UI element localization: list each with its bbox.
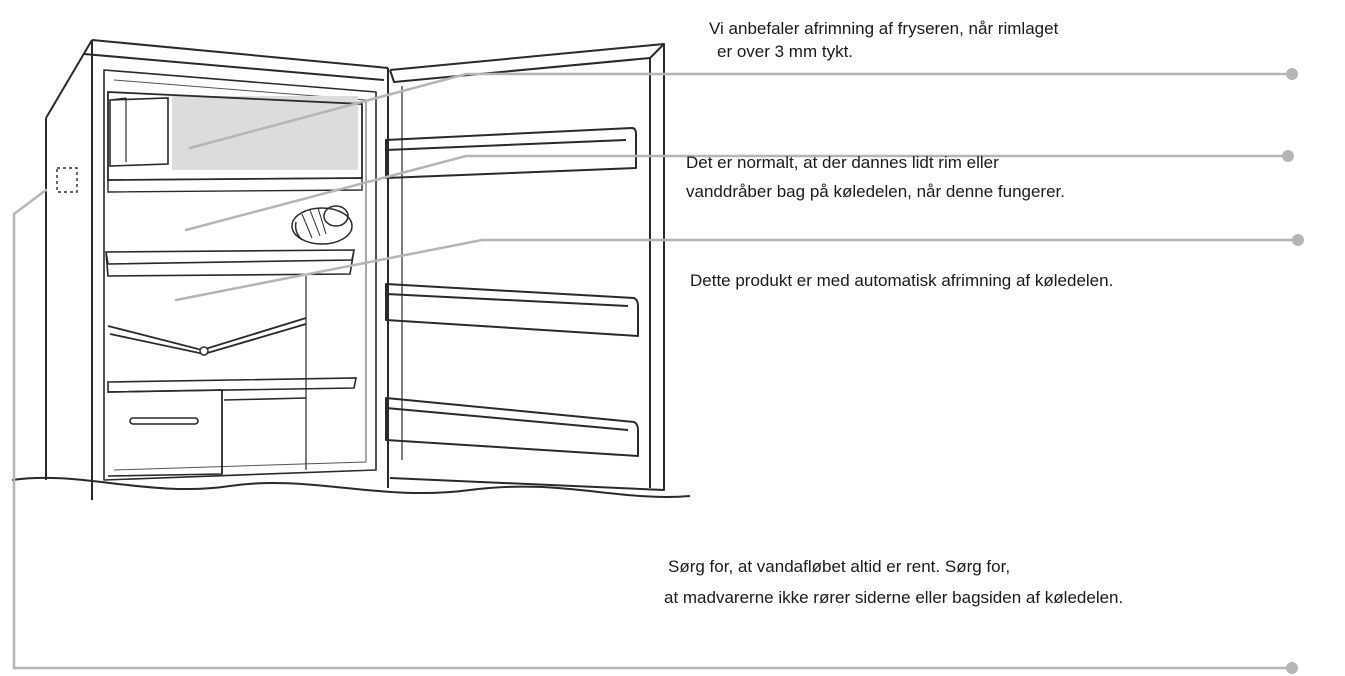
leader-drain (12, 188, 1294, 670)
freezer-compartment (107, 91, 363, 193)
note-drain-line2: at madvarerne ikke rører siderne eller b… (664, 587, 1124, 607)
note-freezer-line1: Vi anbefaler afrimning af fryseren, når … (709, 19, 1059, 38)
circle-dot-icon (1286, 68, 1298, 80)
note-auto-defrost: Dette produkt er med automatisk afrimnin… (690, 270, 1113, 293)
door-bin-middle (385, 283, 639, 337)
crisper-drawer (107, 389, 307, 477)
note-frost-line2: vanddråber bag på køledelen, når denne f… (686, 181, 1065, 201)
freezer-flap (109, 97, 169, 167)
note-drain-line1: Sørg for, at vandafløbet altid er rent. … (668, 557, 1011, 576)
circle-dot-icon (1286, 662, 1298, 674)
leader-freezer (188, 72, 1294, 150)
cabinet-left-side (45, 39, 93, 500)
shelf-lower (107, 377, 357, 393)
note-freezer-defrost: Vi anbefaler afrimning af fryseren, når … (709, 18, 1058, 64)
fridge-door (385, 43, 665, 491)
drawing-cutoff-wave (11, 476, 691, 498)
note-frost-normal: Det er normalt, at der dannes lidt rim e… (686, 152, 1065, 204)
note-frost-line1: Det er normalt, at der dannes lidt rim e… (686, 153, 999, 172)
callout-end-dots (1282, 68, 1304, 674)
fridge-cabinet (45, 39, 389, 500)
lamp-icon (291, 205, 353, 245)
door-bin-top (385, 127, 637, 179)
cabinet-top (83, 39, 389, 81)
door-bin-bottom (385, 397, 639, 457)
freezer-frost-area (172, 96, 358, 170)
cabinet-inner-liner (103, 69, 377, 481)
drain-marker (56, 167, 78, 193)
circle-dot-icon (1282, 150, 1294, 162)
note-freezer-line2: er over 3 mm tykt. (717, 41, 854, 61)
drawer-handle (129, 417, 199, 425)
leader-auto-defrost (174, 238, 1300, 302)
shelf-upper (105, 249, 355, 277)
leader-lines (12, 72, 1300, 670)
note-drain: Sørg for, at vandafløbet altid er rent. … (664, 556, 1123, 610)
circle-dot-icon (1292, 234, 1304, 246)
leader-frost (184, 154, 1290, 232)
note-auto-defrost-line1: Dette produkt er med automatisk afrimnin… (690, 271, 1114, 290)
cabinet-inner-edge (113, 79, 367, 471)
